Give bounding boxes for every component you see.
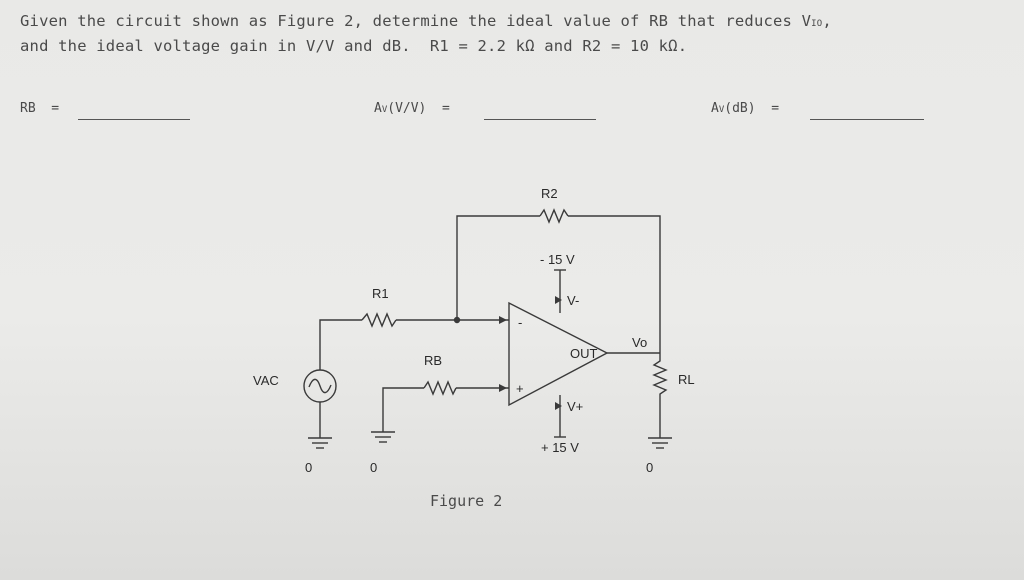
noninverting-pin-arrow	[499, 384, 507, 392]
node-dot	[453, 316, 461, 324]
ground-symbol-rb	[371, 431, 395, 443]
question-line-1: Given the circuit shown as Figure 2, det…	[20, 12, 832, 30]
neg-supply-label: - 15 V	[540, 252, 575, 267]
rb-answer-blank	[78, 119, 190, 120]
av-db-subscript: V	[718, 105, 725, 115]
av-vv-answer-blank	[484, 119, 596, 120]
vio-subscript: IO	[811, 19, 823, 29]
ground-symbol-vac	[308, 437, 332, 449]
feedback-wire-right	[568, 215, 661, 353]
rb-answer-label: RB =	[20, 101, 60, 116]
rb-label: RB	[424, 353, 442, 368]
question-text-1a: Given the circuit shown as Figure 2, det…	[20, 12, 812, 30]
av-db-letter: A	[711, 101, 719, 116]
feedback-wire-left	[456, 215, 540, 320]
av-vv-answer-label: AV(V/V) =	[374, 101, 450, 116]
noninverting-sign: +	[516, 381, 524, 396]
av-vv-unit: (V/V) =	[387, 101, 450, 116]
vac-ground-label: 0	[305, 460, 312, 475]
question-text-1b: ,	[822, 12, 832, 30]
question-line-2: and the ideal voltage gain in V/V and dB…	[20, 37, 688, 55]
v-minus-pin-arrow	[555, 296, 562, 304]
vac-sine-icon	[308, 378, 332, 394]
rb-ground-label: 0	[370, 460, 377, 475]
r1-resistor	[361, 312, 397, 328]
rl-label: RL	[678, 372, 695, 387]
r1-label: R1	[372, 286, 389, 301]
v-plus-pin-arrow	[555, 402, 562, 410]
rb-ground-wire	[382, 387, 424, 432]
rl-ground-label: 0	[646, 460, 653, 475]
rb-resistor	[423, 380, 457, 396]
r2-label: R2	[541, 186, 558, 201]
av-db-unit: (dB) =	[724, 101, 780, 116]
vac-label: VAC	[253, 373, 279, 388]
inverting-pin-arrow	[499, 316, 507, 324]
v-plus-label: V+	[567, 399, 583, 414]
r2-resistor	[539, 208, 569, 224]
av-db-answer-label: AV(dB) =	[711, 101, 779, 116]
av-db-answer-blank	[810, 119, 924, 120]
opamp-triangle	[508, 301, 609, 407]
pos-supply-label: + 15 V	[541, 440, 579, 455]
vo-label: Vo	[632, 335, 647, 350]
vac-top-wire	[319, 319, 362, 370]
v-minus-label: V-	[567, 293, 579, 308]
av-vv-subscript: V	[381, 105, 388, 115]
rl-resistor	[652, 353, 668, 438]
ground-symbol-rl	[648, 437, 672, 449]
inverting-sign: -	[518, 315, 522, 330]
figure-caption: Figure 2	[430, 492, 503, 510]
av-vv-letter: A	[374, 101, 382, 116]
out-label: OUT	[570, 346, 598, 361]
